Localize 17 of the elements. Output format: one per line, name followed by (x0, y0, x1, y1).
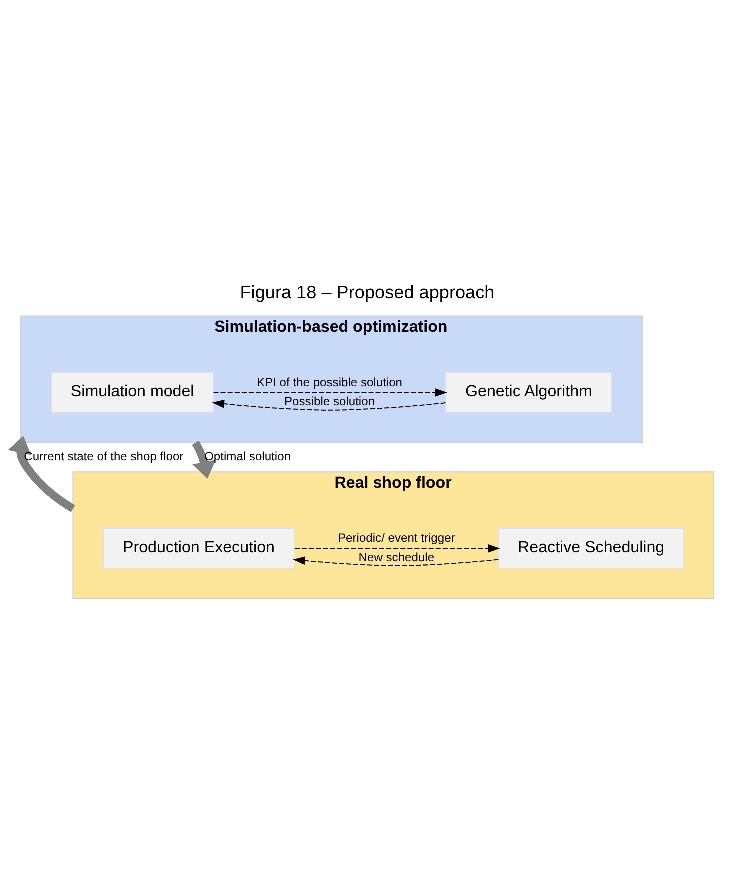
arrow (294, 544, 500, 553)
arrow (212, 400, 446, 411)
diagram-title: Figura 18 – Proposed approach (240, 282, 495, 303)
node-box: Simulation model (51, 372, 214, 414)
node-box: Production Execution (102, 528, 296, 570)
edge-label: New schedule (358, 550, 435, 564)
node-box: Reactive Scheduling (498, 528, 684, 570)
node-box: Genetic Algorithm (445, 372, 612, 414)
arrow (192, 440, 216, 480)
arrow (8, 436, 76, 512)
edge-label: KPI of the possible solution (257, 375, 403, 390)
edge-label: Optimal solution (204, 450, 292, 464)
edge-label: Current state of the shop floor (24, 450, 184, 464)
edge-label: Periodic/ event trigger (338, 531, 456, 546)
arrow (293, 556, 499, 567)
arrow (214, 388, 448, 397)
edge-label: Possible solution (284, 394, 376, 408)
